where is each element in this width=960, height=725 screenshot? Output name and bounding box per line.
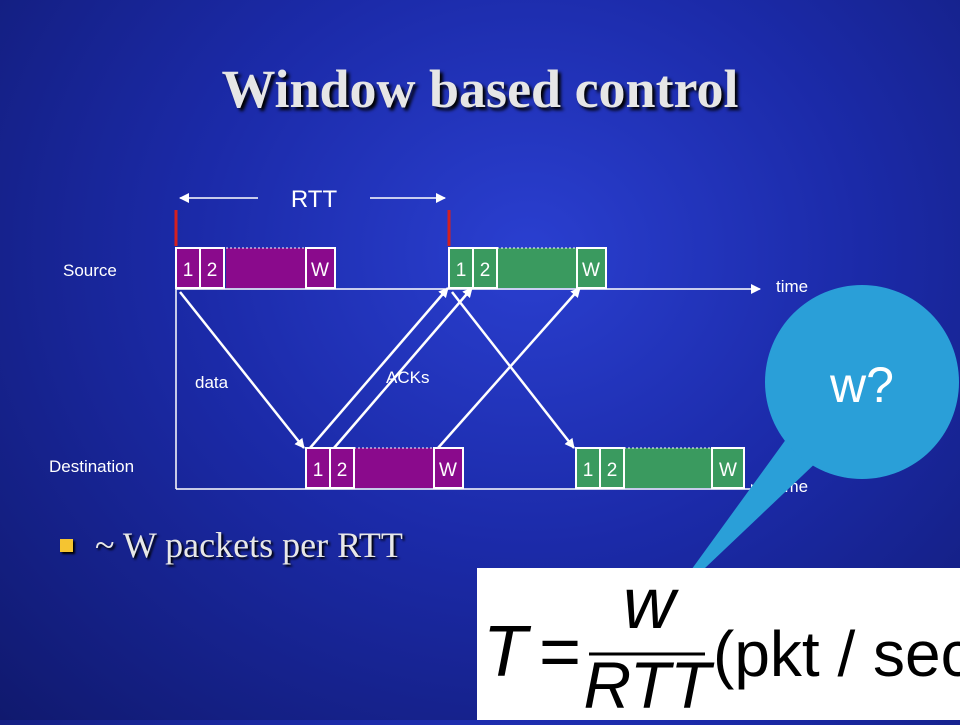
formula-denominator: RTT	[583, 648, 715, 720]
packet-w-label: W	[719, 460, 737, 481]
window-body	[226, 248, 306, 288]
packet-w	[305, 247, 336, 289]
slide-title: Window based control	[221, 59, 739, 119]
packet-w-label: W	[439, 460, 457, 481]
data-label: data	[195, 373, 229, 392]
ack-arrow-1	[309, 287, 449, 449]
packet-2	[599, 447, 625, 489]
window-body	[624, 448, 712, 488]
packet-w	[433, 447, 464, 489]
bullet-item: ~ W packets per RTT	[60, 524, 403, 566]
window-body	[497, 248, 577, 288]
destination-label: Destination	[49, 457, 134, 476]
packet-2-label: 2	[337, 460, 348, 481]
bubble-body	[765, 285, 959, 479]
packet-1-label: 1	[456, 260, 467, 281]
source-window-1: 1 2 W	[175, 247, 336, 289]
formula-unit: (pkt / sec)	[713, 618, 960, 690]
packet-w-label: W	[311, 260, 329, 281]
data-arrow-1	[179, 291, 305, 449]
ack-arrow-w	[437, 287, 581, 449]
packet-w	[711, 447, 745, 489]
formula-numerator: w	[623, 568, 679, 644]
packet-2-label: 2	[480, 260, 491, 281]
source-window-2: 1 2 W	[448, 247, 607, 289]
time-label-top: time	[776, 277, 808, 296]
rtt-label: RTT	[291, 186, 338, 213]
packet-1	[175, 247, 201, 289]
destination-window-2: 1 2 W	[575, 447, 745, 489]
question-bubble: w?	[665, 285, 959, 606]
formula-equals: =	[539, 612, 581, 692]
packet-2-label: 2	[207, 260, 218, 281]
source-label: Source	[63, 261, 117, 280]
packet-2	[329, 447, 355, 489]
packet-2	[199, 247, 225, 289]
bullet-text: ~ W packets per RTT	[95, 525, 403, 565]
packet-w	[576, 247, 607, 289]
packet-1-label: 1	[583, 460, 594, 481]
formula-lhs: T	[483, 612, 532, 692]
packet-2	[472, 247, 498, 289]
destination-window-1: 1 2 W	[305, 447, 464, 489]
packet-w-label: W	[582, 260, 600, 281]
packet-1-label: 1	[313, 460, 324, 481]
bubble-text: w?	[829, 357, 894, 413]
packet-1-label: 1	[183, 260, 194, 281]
packet-1	[575, 447, 601, 489]
ack-arrow-2	[333, 287, 473, 449]
acks-label: ACKs	[386, 368, 429, 387]
window-body	[354, 448, 434, 488]
throughput-formula: T = w RTT (pkt / sec)	[477, 564, 960, 722]
bubble-tail	[665, 420, 842, 606]
data-arrow-2	[451, 291, 575, 449]
packet-2-label: 2	[607, 460, 618, 481]
bullet-marker	[60, 538, 73, 552]
